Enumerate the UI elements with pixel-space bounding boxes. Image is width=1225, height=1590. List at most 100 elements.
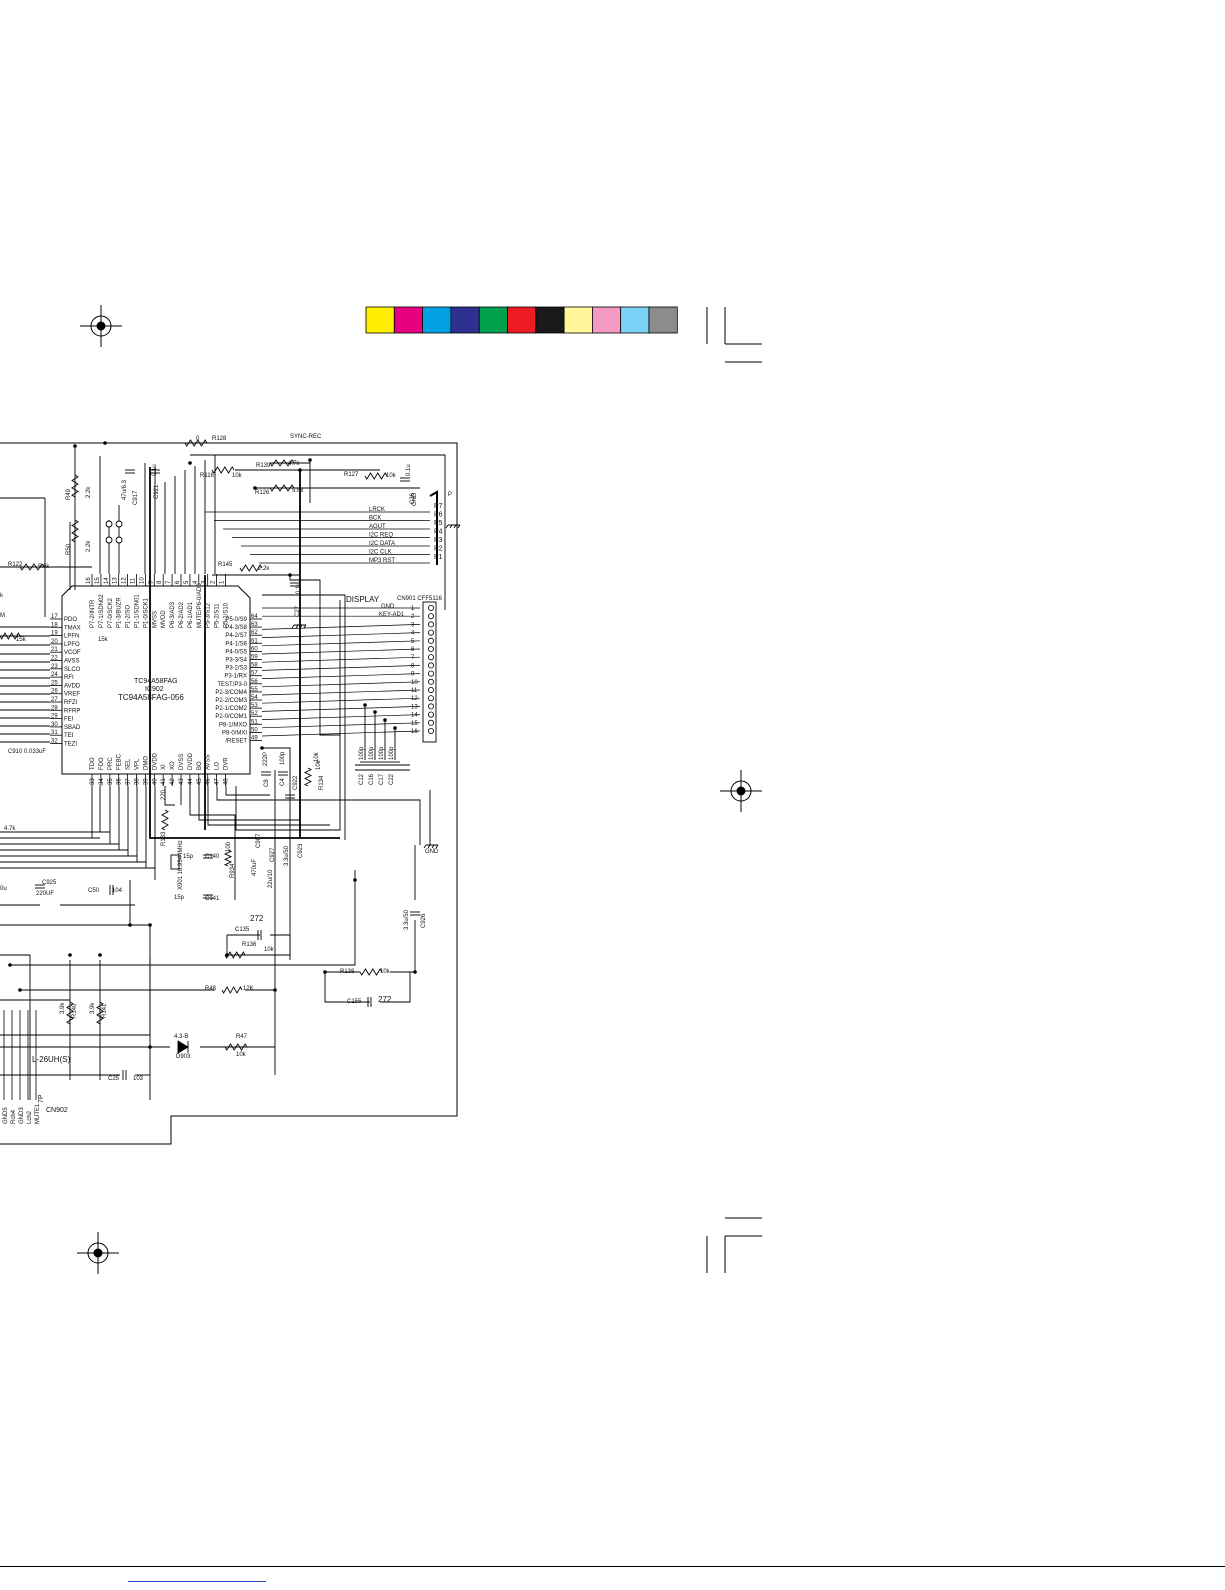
component-value: 10k — [236, 1052, 247, 1058]
junction-dot — [373, 710, 377, 714]
header-body — [429, 490, 438, 565]
display-pin-circle — [427, 662, 434, 669]
ic-pin-number: 1 — [220, 580, 226, 584]
ic-pin-number: 9 — [148, 580, 154, 584]
ic-pin-number: 21 — [51, 647, 58, 653]
display-pin-number: 6 — [411, 647, 415, 653]
ic-pin-name: P3-3/S4 — [225, 658, 247, 664]
color-swatch — [478, 306, 508, 334]
resistor-symbol — [303, 767, 313, 787]
resistor-symbol — [364, 472, 388, 480]
ic-pin-number: 58 — [251, 663, 258, 669]
display-pin-wire — [261, 681, 421, 688]
junction-dot — [98, 953, 102, 957]
ic-pin-number: 44 — [188, 778, 194, 785]
wire-segment — [164, 786, 175, 806]
wire-segment — [226, 935, 291, 956]
jumper-circle — [115, 536, 123, 544]
component-ref: R138 — [340, 969, 355, 975]
ic-pin-number: 41 — [161, 778, 167, 785]
color-swatch — [393, 306, 423, 334]
ic-pin-number: 57 — [251, 671, 258, 677]
ic-pin-name: FDO — [99, 757, 105, 770]
ic-pin-number: 23 — [51, 664, 58, 670]
display-pin-wire — [261, 640, 421, 647]
component-value: 100p — [369, 746, 375, 760]
display-pin-wire — [261, 632, 421, 638]
junction-dot — [323, 970, 327, 974]
display-pin-wire — [261, 697, 421, 704]
component-value: 10k — [314, 751, 320, 762]
junction-dot — [393, 726, 397, 730]
component-ref: C25 — [108, 1076, 120, 1082]
display-pin-wire — [261, 714, 421, 720]
component-value: 22u/10 — [268, 869, 274, 888]
display-pin-circle — [427, 678, 434, 685]
component-ref: C135 — [235, 927, 250, 933]
ic-ref-label: IC902 — [145, 686, 164, 693]
display-pin-circle — [427, 654, 434, 661]
ic-pin-name: RFI — [64, 675, 74, 681]
header-signal-label: LRCK — [369, 507, 385, 513]
ic-pin-name: P6-3/AD3 — [170, 601, 176, 628]
display-pin-wire — [261, 730, 421, 737]
component-ref: R49 — [66, 488, 72, 500]
junction-dot — [68, 953, 72, 957]
component-ref: R140 — [72, 1003, 78, 1018]
display-signal-label: GND — [381, 604, 395, 610]
ic-pin-name: SBAD — [64, 725, 81, 731]
component-ref: R139 — [256, 463, 271, 469]
resistor-symbol — [221, 986, 243, 994]
junction-dot — [273, 988, 277, 992]
color-calibration-bar — [365, 306, 678, 334]
header-connector-tag: P — [448, 492, 452, 498]
ic-pin-number: 36 — [117, 778, 123, 785]
left-0u-label: 0u — [0, 886, 7, 892]
ic-pin-name: DVDD — [188, 752, 194, 770]
component-ref: C141 — [205, 896, 220, 902]
component-ref: C17 — [379, 773, 385, 785]
c910-label: C910 0.033uF — [8, 749, 46, 755]
junction-dot — [288, 573, 292, 577]
ic-pin-name: DMO — [143, 756, 149, 770]
ic-pin-number: 22 — [51, 656, 58, 662]
ic-pin-name: P7-2/INTR — [90, 599, 96, 628]
component-value: 10k — [232, 473, 243, 479]
component-value: 100p — [379, 746, 385, 760]
resistor-symbol — [224, 1043, 248, 1051]
display-pin-circle — [427, 605, 434, 612]
component-value: 100p — [359, 746, 365, 760]
ic-pin-name: AVDD — [64, 683, 81, 689]
display-pin-wire — [261, 665, 421, 671]
wire-segment — [324, 972, 370, 1003]
component-value: 222P — [263, 752, 269, 766]
ic-pin-number: 2 — [211, 580, 217, 584]
display-pin-wire — [261, 722, 421, 729]
wire-segment — [380, 972, 411, 1003]
left-r-partial: k — [0, 593, 4, 599]
ic-pin-number: 43 — [179, 778, 185, 785]
ic-pin-number: 29 — [51, 714, 58, 720]
board-outline — [0, 442, 458, 1145]
ic-pin-name: P2-3/COM4 — [215, 690, 247, 696]
component-ref: R127 — [344, 472, 359, 478]
ic-pin-number: 12 — [122, 577, 128, 584]
component-value: 3.3u/50 — [404, 909, 410, 930]
ic-pin-number: 8 — [157, 580, 163, 584]
junction-dot — [363, 703, 367, 707]
display-pin-number: 3 — [411, 622, 415, 628]
component-value: 5.6k — [38, 564, 50, 570]
wire-segment — [390, 920, 416, 973]
cn902-pin-label: GND3 — [19, 1107, 25, 1124]
jumper-circle — [105, 520, 113, 528]
ic-pin-name: TMAX — [64, 625, 81, 631]
wire-segment — [289, 575, 340, 736]
ic-pin-number: 35 — [108, 778, 114, 785]
ic-pin-number: 49 — [251, 736, 258, 742]
ic-pin-number: 56 — [251, 679, 258, 685]
wire-segment — [198, 786, 300, 821]
ic-pin-number: 46 — [206, 778, 212, 785]
